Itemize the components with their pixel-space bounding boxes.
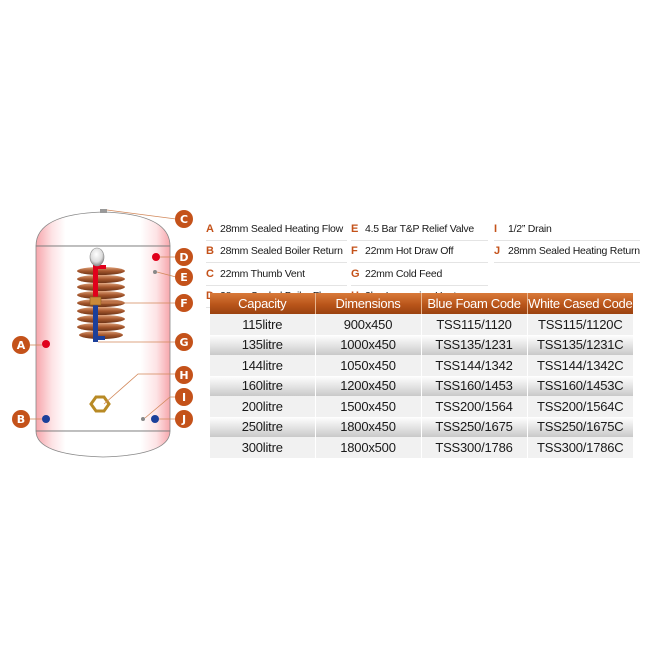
cell-capacity: 250litre	[210, 416, 316, 437]
header-dimensions: Dimensions	[315, 293, 422, 314]
cell-blue-foam-code: TSS300/1786	[421, 437, 528, 458]
thumb-vent	[100, 209, 107, 213]
cell-blue-foam-code: TSS160/1453	[421, 375, 528, 396]
cell-dimensions: 1500x450	[315, 396, 422, 417]
header-blue-foam-code: Blue Foam Code	[421, 293, 528, 314]
callout-g: G	[175, 333, 193, 351]
cell-white-cased-code: TSS300/1786C	[527, 437, 633, 458]
callout-d: D	[175, 248, 193, 266]
cell-dimensions: 900x450	[315, 314, 422, 335]
table-row: 200litre 1500x450 TSS200/1564 TSS200/156…	[210, 396, 633, 417]
table-row: 144litre 1050x450 TSS144/1342 TSS144/134…	[210, 355, 633, 376]
cold-pipe	[93, 302, 98, 342]
table-header-row: Capacity Dimensions Blue Foam Code White…	[210, 293, 633, 314]
coupling	[89, 296, 102, 306]
cell-blue-foam-code: TSS135/1231	[421, 334, 528, 355]
callout-f: F	[175, 294, 193, 312]
table-row: 250litre 1800x450 TSS250/1675 TSS250/167…	[210, 416, 633, 437]
callout-i: I	[175, 388, 193, 406]
hot-pipe	[93, 266, 98, 300]
cell-blue-foam-code: TSS200/1564	[421, 396, 528, 417]
cell-white-cased-code: TSS200/1564C	[527, 396, 633, 417]
cell-white-cased-code: TSS135/1231C	[527, 334, 633, 355]
header-white-cased-code: White Cased Code	[527, 293, 633, 314]
cell-blue-foam-code: TSS144/1342	[421, 355, 528, 376]
cell-blue-foam-code: TSS250/1675	[421, 416, 528, 437]
heating-coil	[77, 267, 125, 339]
callout-j: J	[175, 410, 193, 428]
callout-h: H	[175, 366, 193, 384]
anode-bulb	[89, 247, 105, 267]
top-dome	[35, 211, 171, 247]
cell-blue-foam-code: TSS115/1120	[421, 314, 528, 335]
cylinder-illustration	[26, 209, 177, 458]
table-row: 115litre 900x450 TSS115/1120 TSS115/1120…	[210, 314, 633, 335]
bottom-dome	[35, 430, 171, 458]
port-i-drain	[141, 417, 145, 421]
cell-white-cased-code: TSS160/1453C	[527, 375, 633, 396]
header-capacity: Capacity	[210, 293, 316, 314]
port-d-boiler-flow	[152, 253, 160, 261]
cell-dimensions: 1050x450	[315, 355, 422, 376]
port-j-heating-return	[151, 415, 159, 423]
table-row: 160litre 1200x450 TSS160/1453 TSS160/145…	[210, 375, 633, 396]
cell-capacity: 115litre	[210, 314, 316, 335]
port-e-relief-valve	[153, 270, 157, 274]
port-a-heating-flow	[42, 340, 50, 348]
cell-capacity: 300litre	[210, 437, 316, 458]
immersion-heater-hex	[89, 395, 111, 413]
cell-capacity: 200litre	[210, 396, 316, 417]
callout-c: C	[175, 210, 193, 228]
cell-capacity: 160litre	[210, 375, 316, 396]
cell-capacity: 144litre	[210, 355, 316, 376]
table-row: 300litre 1800x500 TSS300/1786 TSS300/178…	[210, 437, 633, 458]
specification-table: Capacity Dimensions Blue Foam Code White…	[210, 293, 633, 458]
cell-dimensions: 1000x450	[315, 334, 422, 355]
cell-white-cased-code: TSS144/1342C	[527, 355, 633, 376]
callout-e: E	[175, 268, 193, 286]
callout-b: B	[12, 410, 30, 428]
cell-capacity: 135litre	[210, 334, 316, 355]
callout-a: A	[12, 336, 30, 354]
cylinder-diagram: C D E F G A H I B J	[0, 0, 210, 650]
cell-white-cased-code: TSS250/1675C	[527, 416, 633, 437]
cell-dimensions: 1200x450	[315, 375, 422, 396]
table-row: 135litre 1000x450 TSS135/1231 TSS135/123…	[210, 334, 633, 355]
cell-white-cased-code: TSS115/1120C	[527, 314, 633, 335]
cell-dimensions: 1800x450	[315, 416, 422, 437]
port-b-boiler-return	[42, 415, 50, 423]
cell-dimensions: 1800x500	[315, 437, 422, 458]
